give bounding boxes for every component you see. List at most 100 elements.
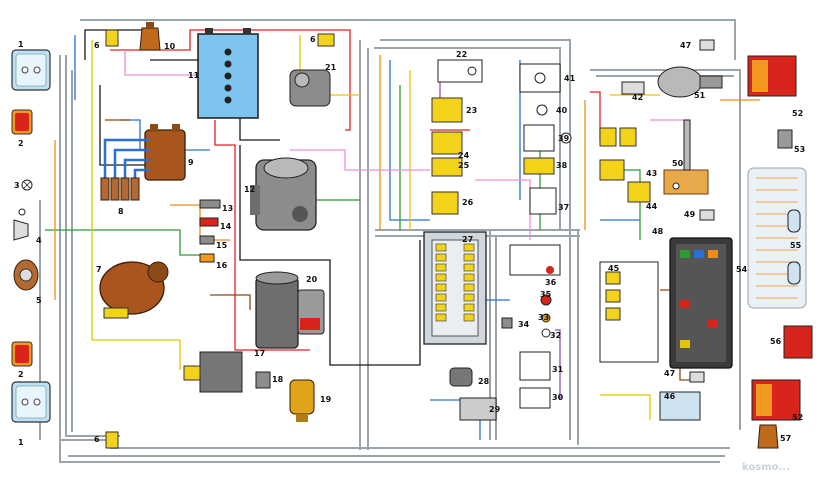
component-labels-repeat: 1 2 6 6 47 52 [18,35,803,447]
fuses [435,243,475,322]
label-24: 24 [458,151,470,160]
label-26: 26 [462,198,474,207]
switch-47-top [699,39,715,51]
relay-24 [431,131,463,155]
label-9: 9 [188,158,194,167]
label-48: 48 [652,227,664,236]
wire-pink-2 [475,119,690,240]
unit-29 [459,397,497,421]
rear-lamp-right-top [747,55,797,97]
oil-pressure-sensor-19 [289,379,315,422]
label-6-bottom: 6 [94,435,100,444]
label-13: 13 [222,204,233,213]
motor-28 [449,367,473,387]
switch-47-bottom [689,371,705,383]
label-45: 45 [608,264,620,273]
label-2-bottom: 2 [18,370,24,379]
label-57: 57 [780,434,791,443]
fuse-block [423,231,487,345]
label-23: 23 [466,106,477,115]
switch-6-top [105,29,119,47]
label-21: 21 [325,63,337,72]
unit-46 [659,391,701,421]
wire-black-2 [99,85,331,300]
lamp-35 [540,294,552,306]
label-20: 20 [306,275,318,284]
label-6-wiper: 6 [310,35,316,44]
label-56: 56 [770,337,782,346]
sidelamp-3 [21,179,33,191]
fuse-block-45 [599,261,659,363]
label-2-top: 2 [18,139,24,148]
label-8: 8 [118,207,124,216]
ignition-coil [144,124,186,181]
voltage-regulator [183,351,243,393]
switch-39 [523,124,572,152]
switch-41 [519,63,561,93]
label-30: 30 [552,393,564,402]
label-4: 4 [36,236,42,245]
label-55: 55 [790,241,802,250]
connector-42 [621,81,645,95]
wire-runs [45,29,760,440]
label-28: 28 [478,377,490,386]
switch-34 [501,317,513,329]
lamp-40 [536,104,548,116]
lamp-33 [541,313,551,323]
label-46: 46 [664,392,676,401]
label-7: 7 [96,265,102,274]
label-53: 53 [794,145,805,154]
relay-36 [509,244,561,276]
label-42: 42 [632,93,643,102]
sensor-14 [199,217,219,227]
fog-lamp-5 [13,259,39,291]
switch-6-bottom [105,431,119,449]
sensor-13 [199,199,221,209]
label-1-bottom: 1 [18,438,24,447]
sensor-16 [199,253,215,263]
label-6-top: 6 [94,41,100,50]
sensor-15 [199,235,215,245]
lamp-55 [787,209,801,285]
label-49: 49 [684,210,696,219]
component-labels: 1 2 3 4 5 6 7 8 9 10 11 12 13 14 15 16 1… [14,40,805,443]
wire-red-1 [110,29,351,131]
label-18: 18 [272,375,284,384]
ht-leads [103,138,150,178]
label-37: 37 [558,203,569,212]
label-41: 41 [564,74,576,83]
label-27: 27 [462,235,473,244]
spark-plugs [100,177,140,201]
label-33: 33 [538,313,549,322]
label-22: 22 [456,50,467,59]
wire-red-2 [214,120,310,351]
label-44: 44 [646,202,658,211]
heater-fan-51 [657,66,723,98]
label-35: 35 [540,290,552,299]
headlight-front-left [11,49,51,91]
label-52-top: 52 [792,109,803,118]
side-repeater-rear-left [11,341,33,367]
distributor [99,261,169,319]
wire-yellow-1 [91,40,181,370]
label-1-top: 1 [18,40,24,49]
label-17: 17 [254,349,265,358]
label-29: 29 [489,405,501,414]
switch-44 [599,159,651,203]
label-10: 10 [164,42,176,51]
label-31: 31 [552,365,564,374]
label-38: 38 [556,161,568,170]
wire-blue-1 [74,35,210,151]
label-47-top: 47 [680,41,691,50]
label-54: 54 [736,265,748,274]
instrument-cluster [669,237,733,369]
label-16: 16 [216,261,228,270]
washer-motor-53 [777,129,793,149]
wire-yellow-3 [600,394,651,420]
switch-43 [599,127,637,147]
label-50: 50 [672,159,684,168]
label-11: 11 [188,71,200,80]
switch-37 [529,187,557,215]
relay-23 [431,97,463,123]
